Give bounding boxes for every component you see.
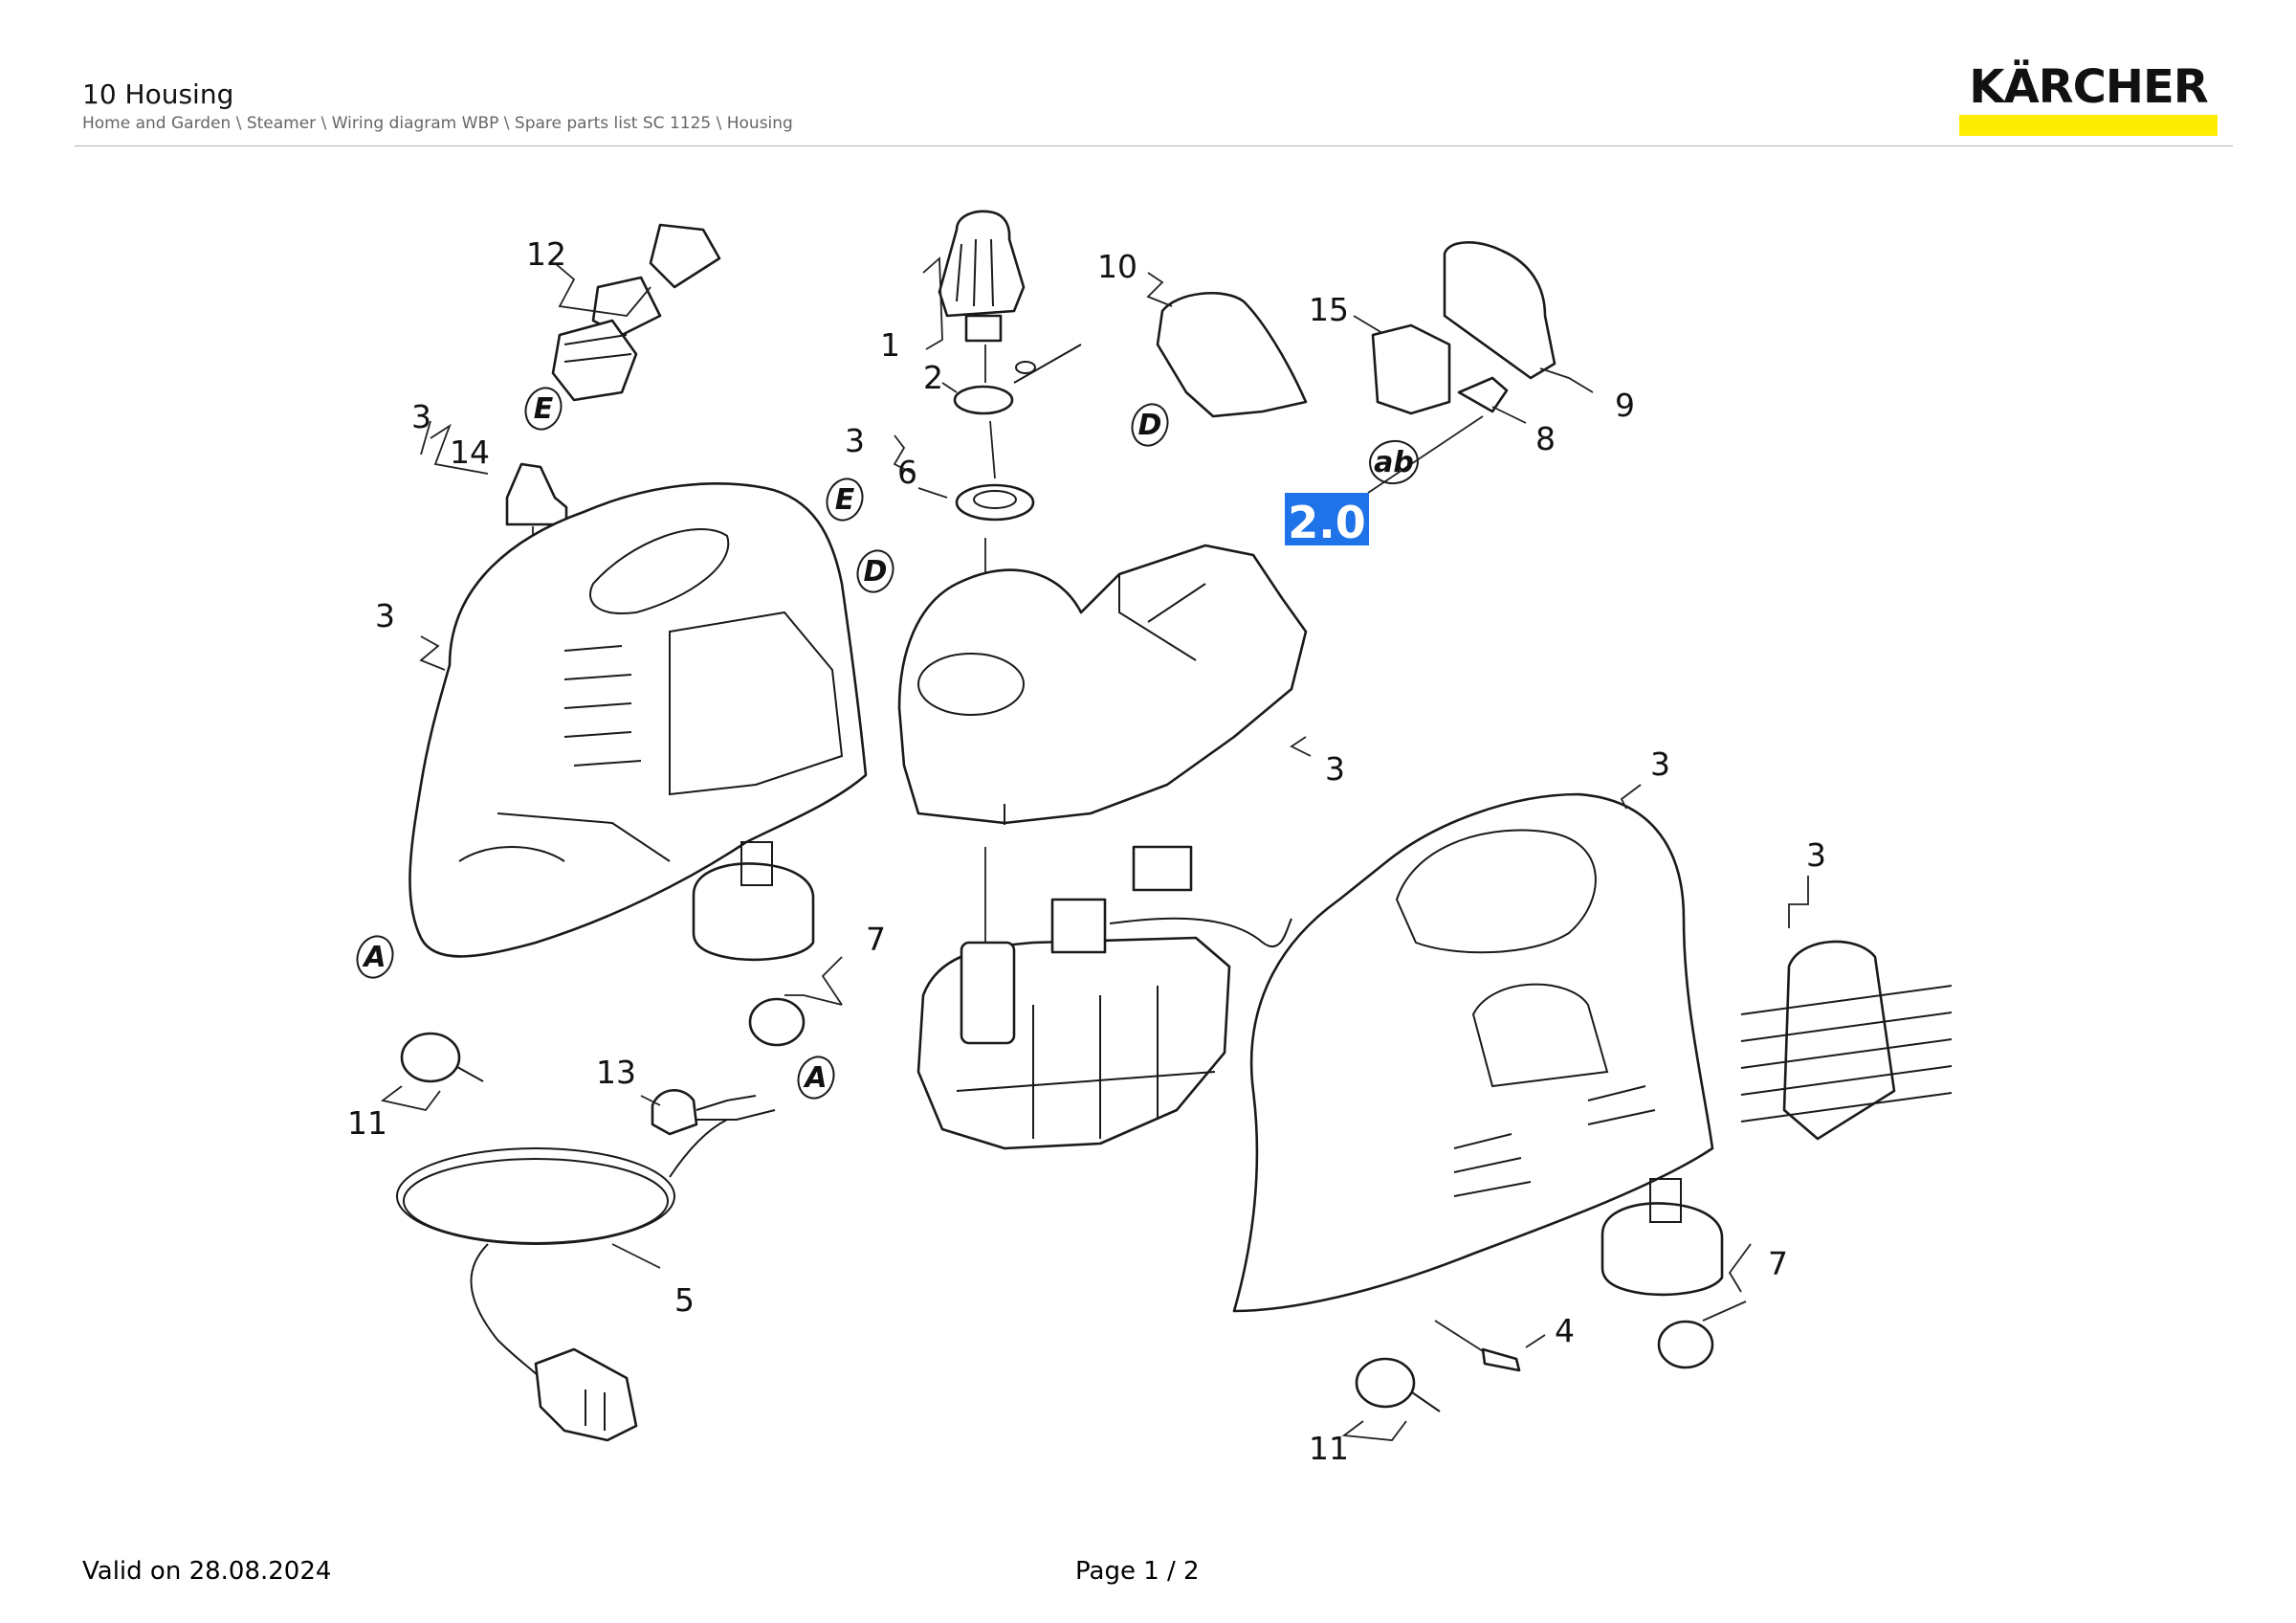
callout-3-right-housing: 3 [1650,745,1670,783]
part-7-wheel-right [1657,1320,1714,1369]
karcher-logo: KÄRCHER [1959,59,2218,138]
leader-lines [380,256,1809,1441]
callout-8: 8 [1535,420,1556,457]
letter-e-housing: E [835,483,855,517]
right-housing-half [1232,792,1714,1313]
revision-badge-label: 2.0 [1288,497,1366,548]
callout-15: 15 [1309,291,1349,328]
part-11-foot-left [400,1032,461,1083]
letter-d-lens: D [1138,409,1162,442]
callout-10: 10 [1097,248,1137,285]
logo-accent-bar [1959,115,2218,136]
callout-7-right: 7 [1768,1245,1788,1282]
part-2-o-ring [953,385,1014,415]
callout-3-grille: 3 [1806,836,1826,874]
top-cover [897,544,1308,825]
callout-numbers: 12 3 14 3 1 2 3 6 10 15 9 8 3 3 7 11 13 … [347,235,1826,1467]
part-7-wheel-left [748,997,806,1047]
part-9-lever [1443,241,1556,380]
callout-3-top-cover: 3 [1325,750,1345,788]
callout-3-clip: 3 [411,398,431,435]
letter-d-housing: D [864,555,888,589]
left-housing-half [408,482,868,958]
callout-11-left: 11 [347,1104,387,1142]
valid-date: Valid on 28.08.2024 [82,1557,332,1586]
boiler-unit [916,845,1292,1150]
revision-badge [1285,493,1369,545]
letter-a-housing: A [362,941,386,974]
part-5-power-cord [396,1119,728,1442]
part-10-lens [1156,292,1308,418]
part-6-nut [955,483,1035,522]
logo-wordmark: KÄRCHER [1969,60,2208,114]
part-13-grommet [651,1089,698,1136]
part-11-foot-right [1355,1357,1416,1409]
grille-cover [1740,940,1953,1141]
callout-2: 2 [923,359,943,396]
callout-12: 12 [526,235,566,273]
part-4-screw [1481,1347,1521,1372]
callout-5: 5 [674,1281,695,1319]
letter-a-cable: A [803,1061,827,1095]
header-divider [75,145,2233,146]
part-14-clip [505,462,568,526]
letter-ab: ab [1374,446,1414,479]
page-title: 10 Housing [82,78,234,110]
callout-11-right: 11 [1309,1430,1349,1467]
callout-14: 14 [450,434,490,471]
connector-markers: E E D D A A ab [356,387,1419,1100]
part-1-knob [938,210,1026,343]
letter-e-top: E [534,392,554,426]
page-number: Page 1 / 2 [1075,1557,1200,1586]
part-7-wheel-holder-right [1601,1178,1724,1297]
callout-9: 9 [1615,387,1635,424]
part-7-wheel-holder-left [692,841,815,962]
callout-6: 6 [897,454,917,491]
part-15-switch-block [1371,323,1451,415]
callout-7-left: 7 [866,921,886,958]
callout-4: 4 [1555,1312,1575,1349]
callout-3-left-housing: 3 [375,597,395,634]
part-8-pin [1457,376,1509,413]
callout-13: 13 [596,1054,636,1091]
dimension-symbol [1013,344,1082,384]
callout-3-nut: 3 [845,422,865,459]
part-12-switch [551,223,721,402]
callout-1: 1 [880,326,900,364]
breadcrumb: Home and Garden \ Steamer \ Wiring diagr… [82,114,793,133]
